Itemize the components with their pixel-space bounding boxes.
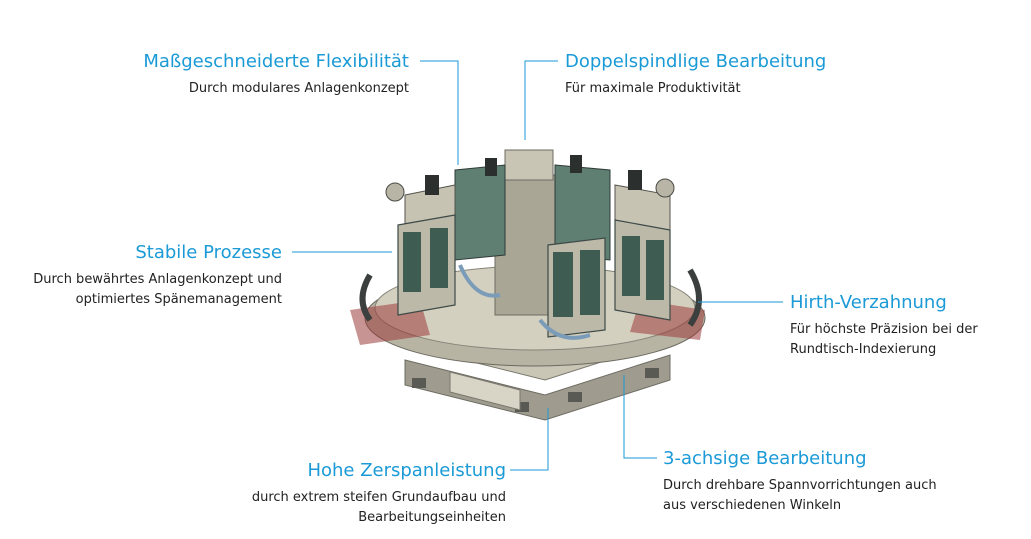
base-foot — [515, 402, 529, 412]
callout-description-line: Rundtisch-Indexierung — [790, 342, 937, 357]
unit-panel — [580, 250, 600, 315]
motor — [425, 175, 439, 195]
callout-description-line: Durch drehbare Spannvorrichtungen auch — [663, 478, 937, 493]
motor — [485, 158, 497, 176]
motor — [385, 182, 405, 202]
callout-description: Für höchste Präzision bei der Rundtisch-… — [790, 320, 978, 360]
callout-description: Durch drehbare Spannvorrichtungen auch a… — [663, 476, 937, 516]
callout-hirth: Hirth-Verzahnung Für höchste Präzision b… — [790, 292, 978, 360]
callout-three-axis: 3-achsige Bearbeitung Durch drehbare Spa… — [663, 448, 937, 516]
callout-title: 3-achsige Bearbeitung — [663, 448, 867, 469]
motor — [570, 155, 582, 173]
callout-stable-processes: Stabile Prozesse Durch bewährtes Anlagen… — [33, 242, 282, 310]
callout-description-line: optimiertes Spänemanagement — [75, 292, 282, 307]
cable-chain — [687, 268, 702, 327]
callout-description-line: Durch modulares Anlagenkonzept — [188, 81, 409, 96]
unit-panel — [646, 240, 664, 300]
callout-title: Hohe Zerspanleistung — [307, 460, 506, 481]
callout-description-line: aus verschiedenen Winkeln — [663, 498, 842, 513]
connector-flexibility — [420, 60, 459, 165]
central-column-top — [504, 149, 554, 181]
base-foot — [412, 378, 426, 388]
callout-title: Hirth-Verzahnung — [790, 292, 947, 313]
callout-title: Doppelspindlige Bearbeitung — [565, 51, 827, 72]
callout-dual-spindle: Doppelspindlige Bearbeitung Für maximale… — [565, 51, 826, 99]
base-foot — [645, 368, 659, 378]
spindle-unit-back — [554, 164, 611, 261]
callout-flexibility: Maßgeschneiderte Flexibilität Durch modu… — [143, 51, 409, 99]
callout-description-line: durch extrem steifen Grundaufbau und — [251, 490, 506, 505]
callout-title: Stabile Prozesse — [135, 242, 282, 263]
callout-description-line: Durch bewährtes Anlagenkonzept und — [33, 272, 282, 287]
motor — [628, 170, 642, 190]
base-opening — [449, 371, 521, 411]
callout-description: Durch bewährtes Anlagenkonzept und optim… — [33, 270, 282, 310]
unit-panel — [403, 232, 421, 292]
connector-cutting-performance — [510, 408, 549, 471]
callout-description: Für maximale Produktivität — [565, 79, 826, 99]
base-foot — [568, 392, 582, 402]
callout-description: Durch modulares Anlagenkonzept — [143, 79, 409, 99]
unit-panel — [553, 252, 573, 317]
connector-dual-spindle — [524, 60, 558, 140]
callout-description: durch extrem steifen Grundaufbau und Bea… — [252, 488, 506, 528]
cable-chain — [359, 273, 373, 322]
coolant-pipe — [458, 264, 501, 298]
callout-title: Maßgeschneiderte Flexibilität — [143, 51, 409, 72]
connector-three-axis — [623, 375, 657, 459]
coolant-pipe — [538, 318, 591, 340]
unit-panel — [622, 236, 640, 296]
callout-description-line: Für höchste Präzision bei der — [790, 322, 978, 337]
motor — [655, 178, 675, 198]
callout-description-line: Für maximale Produktivität — [565, 81, 741, 96]
callout-cutting-performance: Hohe Zerspanleistung durch extrem steife… — [252, 460, 506, 528]
unit-panel — [430, 228, 448, 288]
callout-description-line: Bearbeitungseinheiten — [358, 510, 506, 525]
